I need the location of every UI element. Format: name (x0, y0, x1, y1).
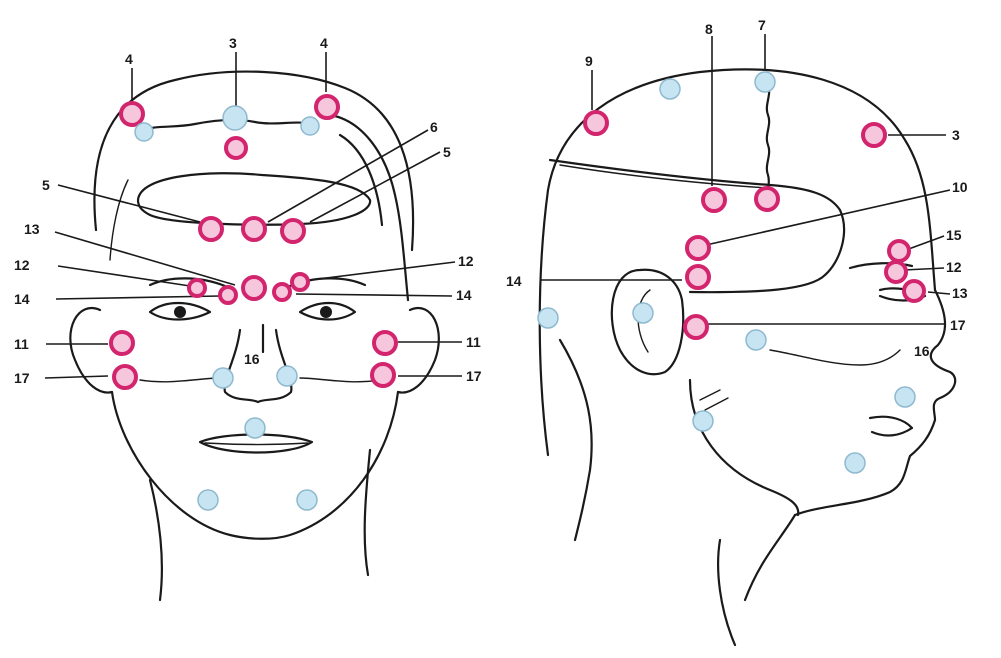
front-jaw (112, 392, 398, 539)
point-blue (135, 123, 153, 141)
label-front-5a: 5 (42, 177, 50, 193)
point-red (111, 332, 133, 354)
label-side-10: 10 (952, 179, 968, 195)
point-red (220, 287, 236, 303)
point-red (114, 366, 136, 388)
label-side-17: 17 (950, 317, 966, 333)
label-front-5b: 5 (443, 144, 451, 160)
side-neck-back (560, 340, 592, 540)
side-jaw (690, 380, 798, 515)
front-neck-right (365, 450, 370, 575)
side-red-points (585, 112, 924, 338)
front-mouth-line (205, 443, 308, 445)
front-red-points (111, 96, 396, 388)
point-red (121, 103, 143, 125)
point-blue (633, 303, 653, 323)
point-blue (223, 106, 247, 130)
point-blue (297, 490, 317, 510)
label-front-14a: 14 (14, 291, 30, 307)
side-hair-band-inner (560, 165, 768, 188)
point-red (756, 188, 778, 210)
front-hair-strand-left (110, 180, 128, 260)
point-blue (301, 117, 319, 135)
point-blue (660, 79, 680, 99)
front-cheek-line (140, 378, 380, 382)
side-neck-lower (718, 540, 735, 645)
label-front-14b: 14 (456, 287, 472, 303)
label-side-16: 16 (914, 343, 930, 359)
point-blue (746, 330, 766, 350)
label-front-12a: 12 (14, 257, 30, 273)
point-red (374, 332, 396, 354)
side-cheek-line (770, 350, 900, 365)
front-labels: 3 4 4 5 6 5 13 12 12 14 14 11 11 17 17 1… (14, 35, 482, 386)
point-blue (693, 411, 713, 431)
label-side-9: 9 (585, 53, 593, 69)
front-ear-left (70, 308, 112, 392)
label-side-8: 8 (705, 21, 713, 37)
point-red (687, 237, 709, 259)
label-side-15: 15 (946, 227, 962, 243)
side-temple-mark (700, 390, 728, 410)
label-side-7: 7 (758, 17, 766, 33)
label-front-6: 6 (430, 119, 438, 135)
point-blue (538, 308, 558, 328)
label-front-11a: 11 (14, 336, 29, 352)
label-side-13: 13 (952, 285, 968, 301)
point-red (372, 364, 394, 386)
label-front-11b: 11 (466, 334, 481, 350)
side-head (540, 69, 955, 645)
side-labels: 9 8 7 3 10 15 12 13 14 17 16 (506, 17, 968, 359)
point-blue (245, 418, 265, 438)
side-lips (870, 417, 912, 436)
front-pupil-right (320, 306, 332, 318)
point-red (189, 280, 205, 296)
point-blue (213, 368, 233, 388)
point-red (585, 112, 607, 134)
point-red (863, 124, 885, 146)
point-red (274, 284, 290, 300)
point-red (904, 281, 924, 301)
point-red (282, 220, 304, 242)
point-red (685, 316, 707, 338)
front-pupil-left (174, 306, 186, 318)
point-blue (277, 366, 297, 386)
point-red (226, 138, 246, 158)
label-front-16: 16 (244, 351, 260, 367)
label-front-4b: 4 (320, 35, 328, 51)
side-wavy-seam (767, 85, 769, 190)
label-side-12: 12 (946, 259, 962, 275)
front-neck-left (150, 480, 162, 600)
point-blue (755, 72, 775, 92)
label-front-4a: 4 (125, 51, 133, 67)
point-red (243, 277, 265, 299)
point-blue (198, 490, 218, 510)
label-front-17b: 17 (466, 368, 482, 384)
label-front-17a: 17 (14, 370, 30, 386)
label-front-3: 3 (229, 35, 237, 51)
point-red (886, 262, 906, 282)
label-side-14: 14 (506, 273, 522, 289)
front-ear-right (398, 308, 439, 392)
label-side-3: 3 (952, 127, 960, 143)
point-red (292, 274, 308, 290)
point-red (200, 218, 222, 240)
point-red (889, 241, 909, 261)
point-red (316, 96, 338, 118)
point-red (243, 218, 265, 240)
point-blue (895, 387, 915, 407)
label-front-12b: 12 (458, 253, 474, 269)
leader-lines (45, 34, 950, 378)
label-front-13: 13 (24, 221, 40, 237)
side-neck-front (745, 515, 795, 600)
point-red (687, 266, 709, 288)
point-red (703, 189, 725, 211)
point-blue (845, 453, 865, 473)
